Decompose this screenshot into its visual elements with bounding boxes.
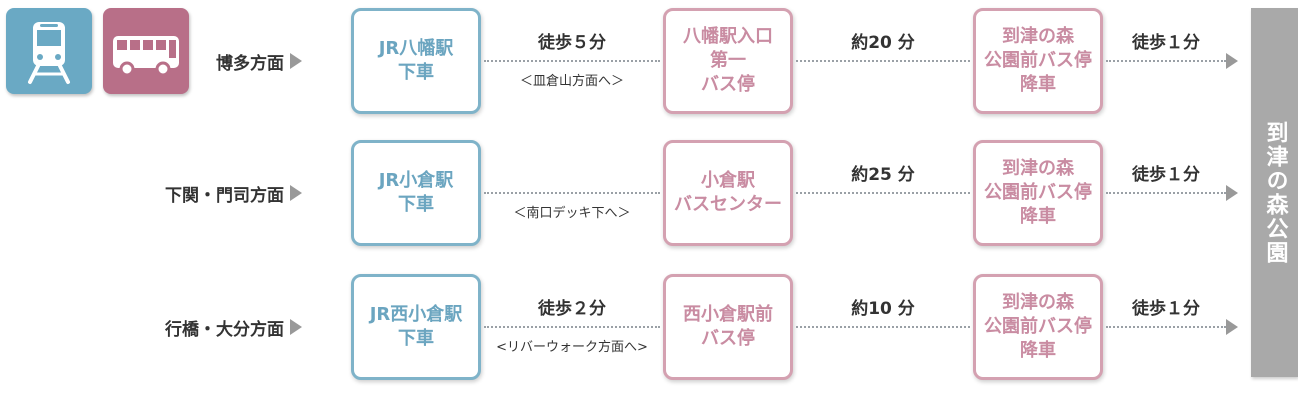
jr-station-box: JR八幡駅 下車	[351, 8, 481, 114]
direction-arrow-icon	[290, 53, 302, 69]
route-row-3: 行橋・大分方面 JR西小倉駅 下車 徒歩２分 <リバーウォーク方面へ> 西小倉駅…	[0, 274, 1250, 380]
bus-stop-box: 八幡駅入口 第一 バス停	[663, 8, 793, 114]
direction-label: 行橋・大分方面	[165, 274, 302, 380]
bus-connector	[796, 326, 970, 328]
final-walk-label: 徒歩１分	[1132, 165, 1200, 185]
walk-direction-note: <リバーウォーク方面へ>	[496, 340, 648, 355]
bus-stop-text: 小倉駅 バスセンター	[674, 169, 782, 215]
walk-direction-note: ＜皿倉山方面へ＞	[519, 74, 624, 89]
jr-station-text: JR西小倉駅 下車	[369, 303, 463, 349]
bus-time-label: 約20 分	[851, 33, 915, 53]
bus-stop-box: 小倉駅 バスセンター	[663, 140, 793, 246]
arrow-icon	[1226, 185, 1238, 201]
bus-connector	[796, 60, 970, 62]
bus-stop-box: 西小倉駅前 バス停	[663, 274, 793, 380]
destination-stop-box: 到津の森 公園前バス停 降車	[973, 140, 1103, 246]
bus-mode-icon	[103, 8, 189, 94]
walk-direction-note: ＜南口デッキ下へ＞	[513, 206, 631, 221]
walk-connector	[484, 60, 660, 62]
direction-label: 下関・門司方面	[165, 140, 302, 246]
bus-time-label: 約25 分	[851, 165, 915, 185]
final-walk-label: 徒歩１分	[1132, 33, 1200, 53]
bus-connector	[796, 192, 970, 194]
bus-time-label: 約10 分	[851, 299, 915, 319]
final-walk-connector	[1106, 60, 1226, 62]
walk-time-label: 徒歩５分	[538, 33, 606, 53]
walk-time-label: 徒歩２分	[538, 299, 606, 319]
direction-arrow-icon	[290, 185, 302, 201]
destination-bar: 到津の森公園	[1251, 8, 1298, 377]
jr-station-text: JR小倉駅 下車	[378, 169, 454, 215]
final-walk-connector	[1106, 326, 1226, 328]
destination-stop-text: 到津の森 公園前バス停 降車	[984, 157, 1092, 228]
direction-text: 下関・門司方面	[165, 185, 284, 206]
arrow-icon	[1226, 319, 1238, 335]
bus-stop-text: 西小倉駅前 バス停	[683, 303, 773, 349]
direction-text: 行橋・大分方面	[165, 319, 284, 340]
bus-stop-text: 八幡駅入口 第一 バス停	[683, 25, 773, 96]
route-row-2: 下関・門司方面 JR小倉駅 下車 ＜南口デッキ下へ＞ 小倉駅 バスセンター 約2…	[0, 140, 1250, 246]
jr-station-box: JR西小倉駅 下車	[351, 274, 481, 380]
jr-station-text: JR八幡駅 下車	[378, 37, 454, 83]
train-icon	[28, 22, 70, 84]
destination-text: 到津の森公園	[1262, 120, 1288, 265]
destination-stop-text: 到津の森 公園前バス停 降車	[984, 25, 1092, 96]
direction-arrow-icon	[290, 319, 302, 335]
walk-connector	[484, 326, 660, 328]
destination-stop-text: 到津の森 公園前バス停 降車	[984, 291, 1092, 362]
jr-station-box: JR小倉駅 下車	[351, 140, 481, 246]
final-walk-connector	[1106, 192, 1226, 194]
direction-text: 博多方面	[216, 53, 284, 74]
destination-stop-box: 到津の森 公園前バス停 降車	[973, 274, 1103, 380]
destination-stop-box: 到津の森 公園前バス停 降車	[973, 8, 1103, 114]
arrow-icon	[1226, 53, 1238, 69]
walk-connector	[484, 192, 660, 194]
direction-label: 博多方面	[216, 8, 302, 114]
route-row-1: 博多方面 JR八幡駅 下車 徒歩５分 ＜皿倉山方面へ＞ 八幡駅入口 第一 バス停…	[0, 8, 1250, 114]
final-walk-label: 徒歩１分	[1132, 299, 1200, 319]
bus-icon	[113, 36, 179, 77]
train-mode-icon	[6, 8, 92, 94]
